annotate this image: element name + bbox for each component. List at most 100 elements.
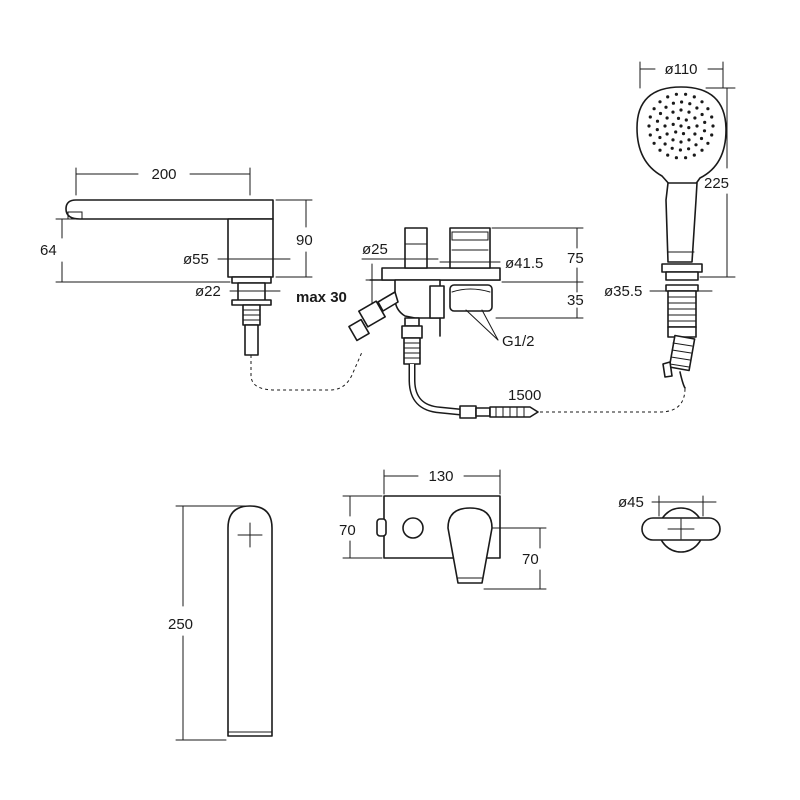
holder-hose-end xyxy=(668,334,696,372)
dim-spout-length: 200 xyxy=(151,166,176,183)
spout-top-view: 250 xyxy=(168,505,273,741)
knob-top-view: ø45 xyxy=(618,494,721,553)
dim-holder-dia: ø35.5 xyxy=(604,283,642,300)
inlet-connector xyxy=(358,300,386,328)
nozzle-dot xyxy=(676,116,681,120)
nozzle-dot xyxy=(671,122,675,126)
hose-connector-nut xyxy=(475,407,491,417)
shower-hose xyxy=(408,364,461,416)
nozzle-dot xyxy=(700,148,704,152)
inlet-connector-end xyxy=(348,318,370,342)
nozzle-dot xyxy=(688,102,692,106)
dim-spout-shank-dia: ø22 xyxy=(195,283,221,300)
dim-plate-width: 130 xyxy=(428,468,453,485)
outlet-thread xyxy=(403,337,421,365)
nozzle-dot xyxy=(664,105,668,109)
dashed-connection xyxy=(540,387,686,413)
dim-plate-height: 70 xyxy=(339,522,356,539)
nozzle-dot xyxy=(666,95,670,99)
holder-flange xyxy=(665,271,699,281)
dim-hose-length: 1500 xyxy=(508,387,541,404)
holder-lower-nut xyxy=(667,326,697,338)
outlet-nut xyxy=(404,317,420,327)
nozzle-dot xyxy=(648,133,652,137)
nozzle-dot xyxy=(679,124,683,128)
nozzle-dot xyxy=(693,132,697,136)
hose-connector xyxy=(459,405,477,419)
spout-arm xyxy=(65,199,274,220)
spout-flange xyxy=(231,276,272,284)
nozzle-dot xyxy=(655,128,659,132)
dim-spout-drop: 64 xyxy=(40,242,57,259)
nozzle-dot xyxy=(695,124,699,128)
nozzle-dot xyxy=(674,156,679,160)
nozzle-dot xyxy=(711,124,715,128)
dim-deck-thickness: max 30 xyxy=(296,289,347,306)
mixer-handle-top xyxy=(402,517,424,539)
dim-thread: G1/2 xyxy=(502,333,535,350)
nozzle-dot xyxy=(658,100,662,104)
nozzle-dot xyxy=(666,153,670,157)
mixer-base-plate xyxy=(381,267,501,281)
holder-nut xyxy=(665,284,699,292)
nozzle-dot xyxy=(648,115,652,119)
dim-spout-top-length: 250 xyxy=(168,616,193,633)
nozzle-dot xyxy=(647,124,651,128)
hose-ferrule xyxy=(489,406,539,418)
dashed-connection xyxy=(250,351,363,391)
dim-shower-head-dia: ø110 xyxy=(664,61,697,78)
dim-knob-dia: ø45 xyxy=(618,494,644,511)
nozzle-dot xyxy=(674,130,678,134)
holder-hose-tail xyxy=(679,371,686,389)
shower-hose-inner xyxy=(410,364,461,414)
mixer-handle xyxy=(404,227,428,269)
holder-hose-clip xyxy=(662,361,673,378)
cartridge-top xyxy=(451,231,489,241)
outlet-fitting xyxy=(401,325,423,339)
nozzle-dot xyxy=(710,115,714,119)
spout-body xyxy=(227,218,274,278)
nozzle-dot xyxy=(710,133,714,137)
shower-nozzles xyxy=(647,92,715,160)
spout-top-outline xyxy=(227,505,273,737)
dim-lever-height: 70 xyxy=(522,551,539,568)
inlet-elbow xyxy=(377,291,399,312)
nozzle-dot xyxy=(670,146,674,150)
mixer-lever-top xyxy=(447,507,493,584)
dim-spout-height: 90 xyxy=(296,232,313,249)
side-stud xyxy=(376,518,387,537)
leader-line xyxy=(465,309,499,341)
nozzle-dot xyxy=(652,141,656,145)
nozzle-dot xyxy=(652,107,656,111)
nozzle-dot xyxy=(678,148,683,152)
nozzle-dot xyxy=(658,135,662,140)
mixer-nut xyxy=(449,284,493,312)
nozzle-dot xyxy=(684,118,688,122)
mixer-top-view: 130 70 70 xyxy=(339,468,547,590)
dim-mixer-height: 75 xyxy=(567,250,584,267)
nozzle-dot xyxy=(695,106,699,110)
nozzle-dot xyxy=(663,142,667,146)
nozzle-dot xyxy=(703,120,707,124)
nozzle-dot xyxy=(687,138,691,142)
nozzle-dot xyxy=(658,148,662,152)
nozzle-dot xyxy=(692,95,696,99)
nozzle-dot xyxy=(671,110,675,114)
mixer-stud xyxy=(429,285,445,319)
nozzle-dot xyxy=(706,141,710,145)
nozzle-dot xyxy=(671,138,675,142)
nozzle-dot xyxy=(665,116,669,120)
nozzle-dot xyxy=(665,132,669,136)
nozzle-dot xyxy=(693,116,697,120)
nozzle-dot xyxy=(674,92,679,96)
dim-shower-length: 225 xyxy=(704,175,729,192)
shower-handle xyxy=(665,182,698,263)
nozzle-dot xyxy=(706,107,710,111)
nozzle-dot xyxy=(684,156,688,160)
nozzle-dot xyxy=(684,92,688,96)
nozzle-dot xyxy=(681,132,686,136)
outlet-thread-body xyxy=(403,337,421,365)
mixer-cartridge xyxy=(449,227,491,269)
nozzle-dot xyxy=(671,101,676,105)
